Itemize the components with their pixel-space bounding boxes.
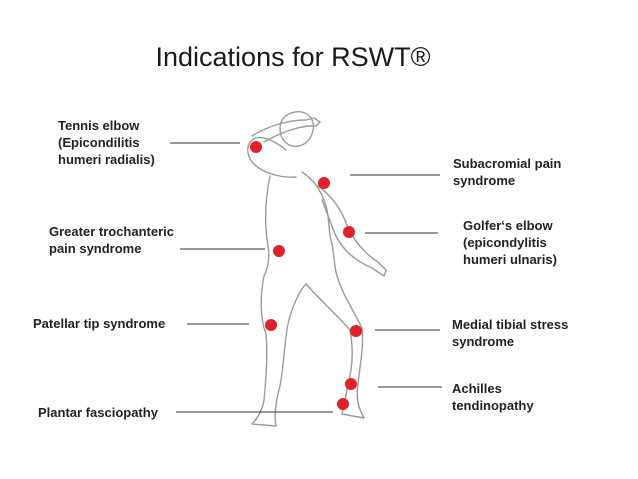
- label-plantar: Plantar fasciopathy: [38, 405, 158, 420]
- label-tennis-elbow: Tennis elbow (Epicondilitis humeri radia…: [58, 118, 155, 167]
- marker-tennis-elbow: [250, 141, 262, 153]
- marker-subacromial: [318, 177, 330, 189]
- label-achilles: Achilles tendinopathy: [452, 381, 534, 413]
- marker-greater-trochanteric: [273, 245, 285, 257]
- label-medial-tibial: Medial tibial stress syndrome: [452, 317, 569, 349]
- label-golfers-elbow: Golfer‘s elbow (epicondylitis humeri uln…: [463, 218, 557, 267]
- page-title: Indications for RSWT®: [155, 42, 431, 72]
- marker-achilles: [345, 378, 357, 390]
- label-patellar-tip: Patellar tip syndrome: [33, 316, 166, 331]
- marker-medial-tibial: [350, 325, 362, 337]
- marker-golfers-elbow: [343, 226, 355, 238]
- marker-plantar: [337, 398, 349, 410]
- leader-lines: [170, 142, 442, 413]
- pain-point-markers: [250, 141, 362, 410]
- label-subacromial-pain: Subacromial pain syndrome: [453, 156, 562, 188]
- label-greater-trochanteric: Greater trochanteric pain syndrome: [49, 224, 174, 256]
- marker-patellar-tip: [265, 319, 277, 331]
- human-figure-outline: [247, 110, 387, 427]
